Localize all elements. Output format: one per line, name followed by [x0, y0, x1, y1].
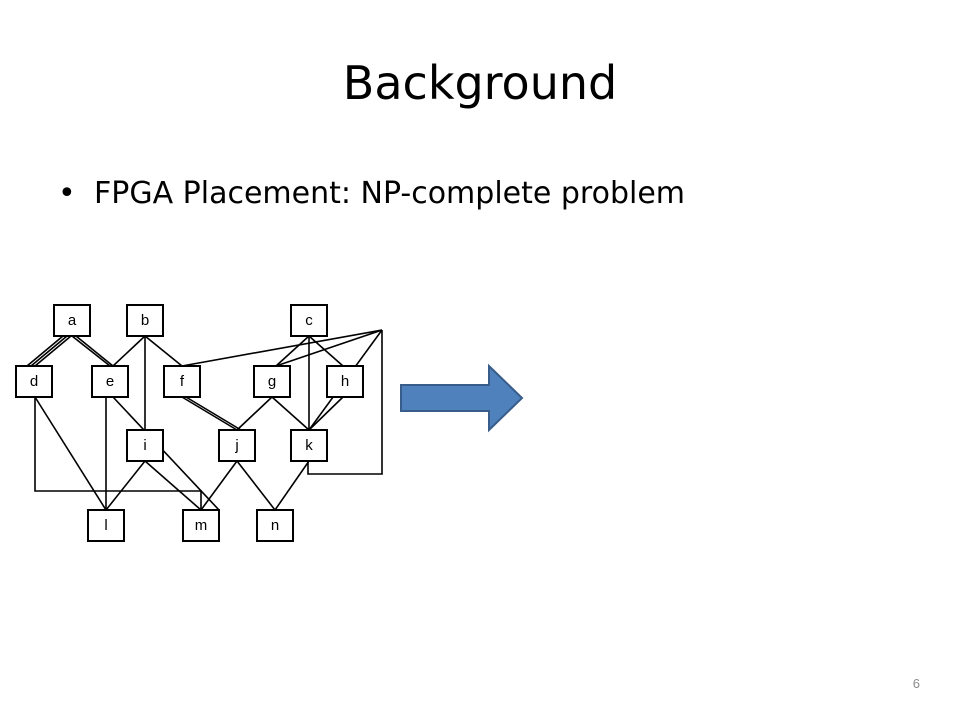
right-arrow-shape	[400, 363, 524, 433]
node-box	[326, 365, 364, 398]
graph-edge	[236, 396, 273, 431]
graph-node-n: n	[256, 509, 294, 542]
node-box	[253, 365, 291, 398]
node-box	[126, 429, 164, 462]
graph-node-d: d	[15, 365, 53, 398]
graph-node-k: k	[290, 429, 328, 462]
graph-edge	[144, 460, 202, 511]
graph-edge	[26, 335, 64, 367]
node-label: c	[305, 312, 313, 329]
graph-edge	[236, 460, 276, 511]
node-label: m	[195, 517, 208, 534]
graph-node-b: b	[126, 304, 164, 337]
node-box	[53, 304, 91, 337]
graph-node-f: f	[163, 365, 201, 398]
graph-edge	[112, 335, 146, 367]
graph-edge	[75, 335, 114, 367]
graph-edge	[181, 396, 238, 431]
node-label: n	[271, 517, 279, 534]
graph-edge	[144, 335, 183, 367]
node-group: a b c d e f g h i j k l m n	[15, 304, 364, 542]
node-box	[91, 365, 129, 398]
graph-edge	[71, 335, 111, 367]
node-box	[87, 509, 125, 542]
graph-edge	[275, 329, 383, 367]
node-label: b	[141, 312, 149, 329]
graph-node-m: m	[182, 509, 220, 542]
node-box	[15, 365, 53, 398]
node-box	[256, 509, 294, 542]
node-box	[290, 429, 328, 462]
graph-edge	[34, 335, 72, 367]
graph-edge	[34, 397, 202, 510]
graph-node-c: c	[290, 304, 328, 337]
node-label: d	[30, 373, 38, 390]
bullet-text: FPGA Placement: NP-complete problem	[94, 176, 686, 211]
graph-edge	[274, 460, 310, 511]
graph-edge	[308, 396, 344, 431]
node-label: i	[143, 437, 146, 454]
node-box	[290, 304, 328, 337]
graph-node-e: e	[91, 365, 129, 398]
edge-group	[26, 329, 383, 511]
slide-number: 6	[912, 676, 920, 691]
graph-node-a: a	[53, 304, 91, 337]
graph-edge	[185, 396, 242, 431]
node-label: f	[180, 373, 185, 390]
bullet-dot: •	[58, 176, 76, 211]
graph-edge	[181, 329, 383, 367]
graph-edge	[275, 335, 310, 367]
graph-edge	[308, 335, 344, 367]
node-box	[163, 365, 201, 398]
node-label: a	[68, 312, 77, 329]
node-box	[218, 429, 256, 462]
node-label: e	[106, 373, 114, 390]
graph-node-l: l	[87, 509, 125, 542]
graph-node-i: i	[126, 429, 164, 462]
graph-edge	[30, 335, 68, 367]
graph-node-j: j	[218, 429, 256, 462]
node-box	[126, 304, 164, 337]
node-label: k	[305, 437, 313, 454]
graph-node-g: g	[253, 365, 291, 398]
node-label: l	[104, 517, 107, 534]
graph-edge	[34, 396, 107, 511]
graph-edge	[105, 460, 146, 511]
graph-edge	[200, 460, 238, 511]
graph-node-h: h	[326, 365, 364, 398]
bullet-item: • FPGA Placement: NP-complete problem	[58, 176, 685, 212]
node-label: j	[234, 437, 238, 454]
node-label: h	[341, 373, 349, 390]
graph-edge	[271, 396, 310, 431]
graph-edge	[307, 330, 383, 475]
node-label: g	[268, 373, 276, 390]
node-box	[182, 509, 220, 542]
slide-title: Background	[342, 56, 618, 110]
